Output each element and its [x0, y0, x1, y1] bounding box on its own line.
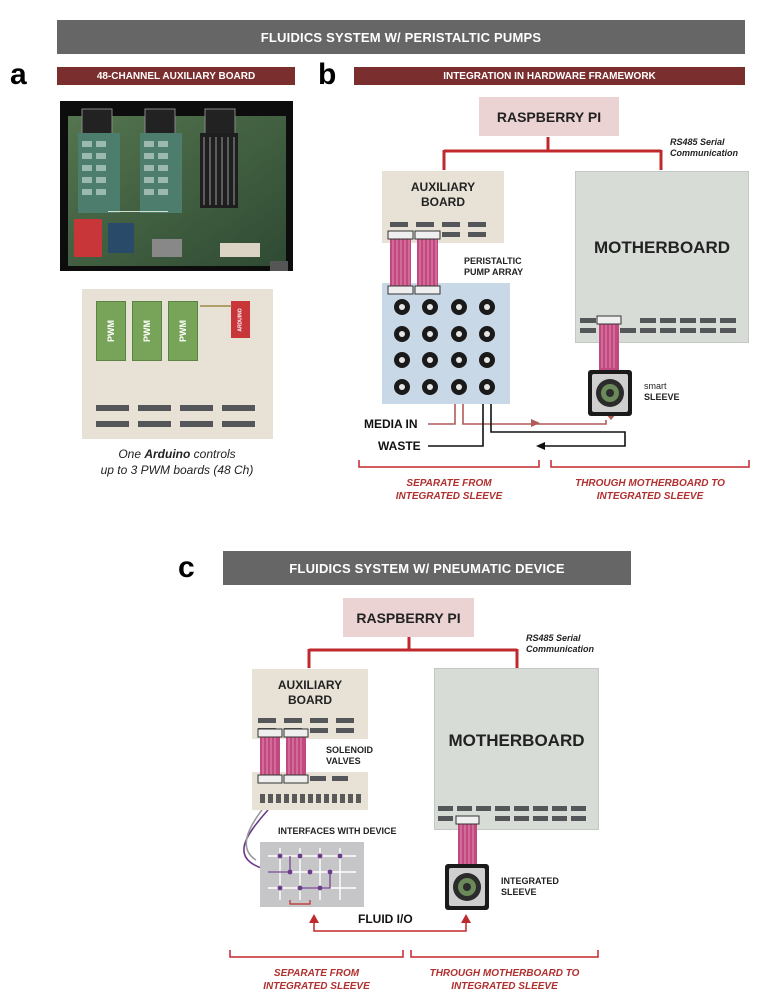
panel-c-separate-label: SEPARATE FROM INTEGRATED SLEEVE: [230, 967, 403, 993]
sleeve-line2: SLEEVE: [644, 392, 680, 402]
panel-b-motherboard: MOTHERBOARD: [575, 171, 749, 343]
sleeve-line1: INTEGRATED: [501, 876, 559, 886]
motherboard-title: MOTHERBOARD: [594, 238, 730, 257]
integrated-sleeve-icon: [445, 864, 489, 910]
fluid-io-label: FLUID I/O: [358, 912, 413, 926]
pump-array-dials: [394, 299, 495, 395]
thr-line2: INTEGRATED SLEEVE: [596, 491, 704, 502]
thr-line1: THROUGH MOTHERBOARD TO: [429, 968, 580, 979]
arduino-chip: ARDUINO: [231, 301, 250, 338]
aux-title: AUXILIARY BOARD: [252, 678, 368, 708]
pwm-board-1: PWM: [96, 301, 126, 361]
panel-c-auxiliary-board: AUXILIARY BOARD: [252, 669, 368, 739]
aux-line2: BOARD: [421, 195, 465, 209]
panel-a-letter: a: [10, 58, 27, 91]
panel-c-motherboard: MOTHERBOARD: [434, 668, 599, 830]
thr-line2: INTEGRATED SLEEVE: [451, 981, 558, 992]
valves-line1: SOLENOID: [326, 745, 374, 755]
panel-c-letter: c: [178, 551, 195, 584]
pneumatic-device: [260, 842, 364, 907]
panel-b-letter: b: [318, 58, 337, 91]
pump-line2: PUMP ARRAY: [464, 267, 524, 277]
pwm-board-2: PWM: [132, 301, 162, 361]
note-post: controls: [190, 447, 236, 461]
panel-b-through-label: THROUGH MOTHERBOARD TO INTEGRATED SLEEVE: [551, 477, 749, 503]
sep-line2: INTEGRATED SLEEVE: [263, 981, 370, 992]
arduino-link-line: [200, 305, 232, 307]
integrated-sleeve-label: INTEGRATED SLEEVE: [501, 876, 559, 898]
sep-line1: SEPARATE FROM: [406, 478, 492, 489]
sleeve-line1: smart: [644, 381, 667, 391]
waste-label: WASTE: [378, 439, 421, 453]
panel-c-through-label: THROUGH MOTHERBOARD TO INTEGRATED SLEEVE: [411, 967, 598, 993]
panel-c-header: FLUIDICS SYSTEM W/ PNEUMATIC DEVICE: [223, 551, 631, 585]
rs485-line1: RS485 Serial: [670, 137, 725, 147]
pump-line1: PERISTALTIC: [464, 256, 522, 266]
motherboard-title: MOTHERBOARD: [448, 731, 585, 750]
sep-line2: INTEGRATED SLEEVE: [395, 491, 503, 502]
rs485-line1: RS485 Serial: [526, 633, 581, 643]
panel-c-rs485-label: RS485 Serial Communication: [526, 633, 594, 655]
auxiliary-board-photo: [60, 101, 293, 271]
pump-array-label: PERISTALTIC PUMP ARRAY: [464, 256, 523, 278]
solenoid-valves-label: SOLENOID VALVES: [326, 745, 373, 767]
panel-c-raspberry-pi: RASPBERRY PI: [343, 598, 474, 637]
solenoid-valve-pins: [260, 776, 361, 803]
panel-b-separate-label: SEPARATE FROM INTEGRATED SLEEVE: [359, 477, 539, 503]
note-arduino: Arduino: [144, 447, 191, 461]
media-in-label: MEDIA IN: [364, 417, 418, 431]
rs485-line2: Communication: [670, 148, 739, 158]
aux-line1: AUXILIARY: [277, 678, 343, 692]
pwm-board-3: PWM: [168, 301, 198, 361]
top-banner: FLUIDICS SYSTEM W/ PERISTALTIC PUMPS: [57, 20, 745, 54]
aux-line2: BOARD: [288, 693, 332, 707]
smart-sleeve-icon: [588, 370, 632, 416]
sep-line1: SEPARATE FROM: [273, 968, 360, 979]
pneumatic-device-channels: [268, 848, 356, 905]
rs485-line2: Communication: [526, 644, 595, 654]
panel-b-raspberry-pi: RASPBERRY PI: [479, 97, 619, 136]
connector-slots: [96, 405, 255, 427]
note-line2: up to 3 PWM boards (48 Ch): [100, 463, 254, 477]
interfaces-label: INTERFACES WITH DEVICE: [278, 826, 397, 836]
valves-line2: VALVES: [326, 756, 361, 766]
aux-line1: AUXILIARY: [410, 180, 476, 194]
panel-b-header: INTEGRATION IN HARDWARE FRAMEWORK: [354, 67, 745, 85]
smart-sleeve-label: smart SLEEVE: [644, 381, 680, 403]
note-pre: One: [118, 447, 145, 461]
thr-line1: THROUGH MOTHERBOARD TO: [575, 478, 725, 489]
aux-title: AUXILIARY BOARD: [382, 180, 504, 210]
panel-a-header: 48-CHANNEL AUXILIARY BOARD: [57, 67, 295, 85]
panel-b-rs485-label: RS485 Serial Communication: [670, 137, 738, 159]
sleeve-line2: SLEEVE: [501, 887, 537, 897]
panel-a-note: One Arduino controls up to 3 PWM boards …: [62, 446, 292, 478]
